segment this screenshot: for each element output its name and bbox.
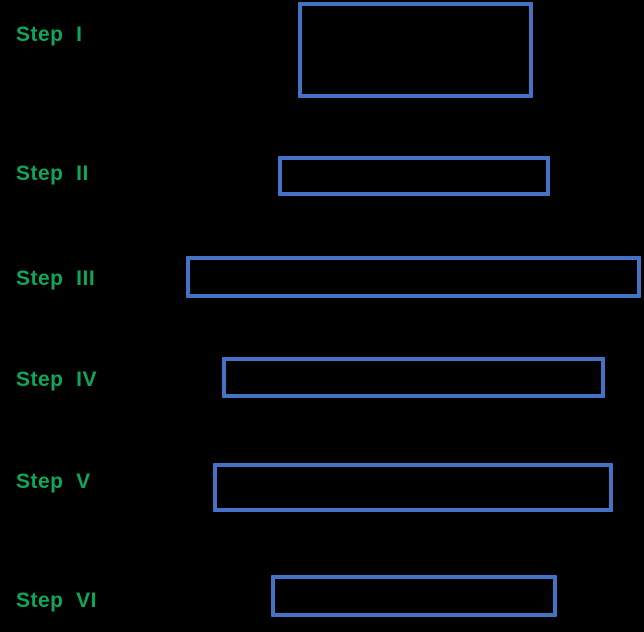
bar-step-5 — [213, 463, 613, 512]
step-label-6: Step VI — [16, 589, 98, 612]
step-label-2: Step II — [16, 162, 89, 185]
bar-step-3 — [186, 256, 641, 298]
step-label-5: Step V — [16, 470, 91, 493]
bar-step-6 — [271, 575, 557, 617]
step-label-3: Step III — [16, 267, 96, 290]
step-label-4: Step IV — [16, 368, 98, 391]
step-label-1: Step I — [16, 23, 83, 46]
bar-step-2 — [278, 156, 550, 196]
bar-step-1 — [298, 2, 533, 98]
bar-step-4 — [222, 357, 605, 398]
